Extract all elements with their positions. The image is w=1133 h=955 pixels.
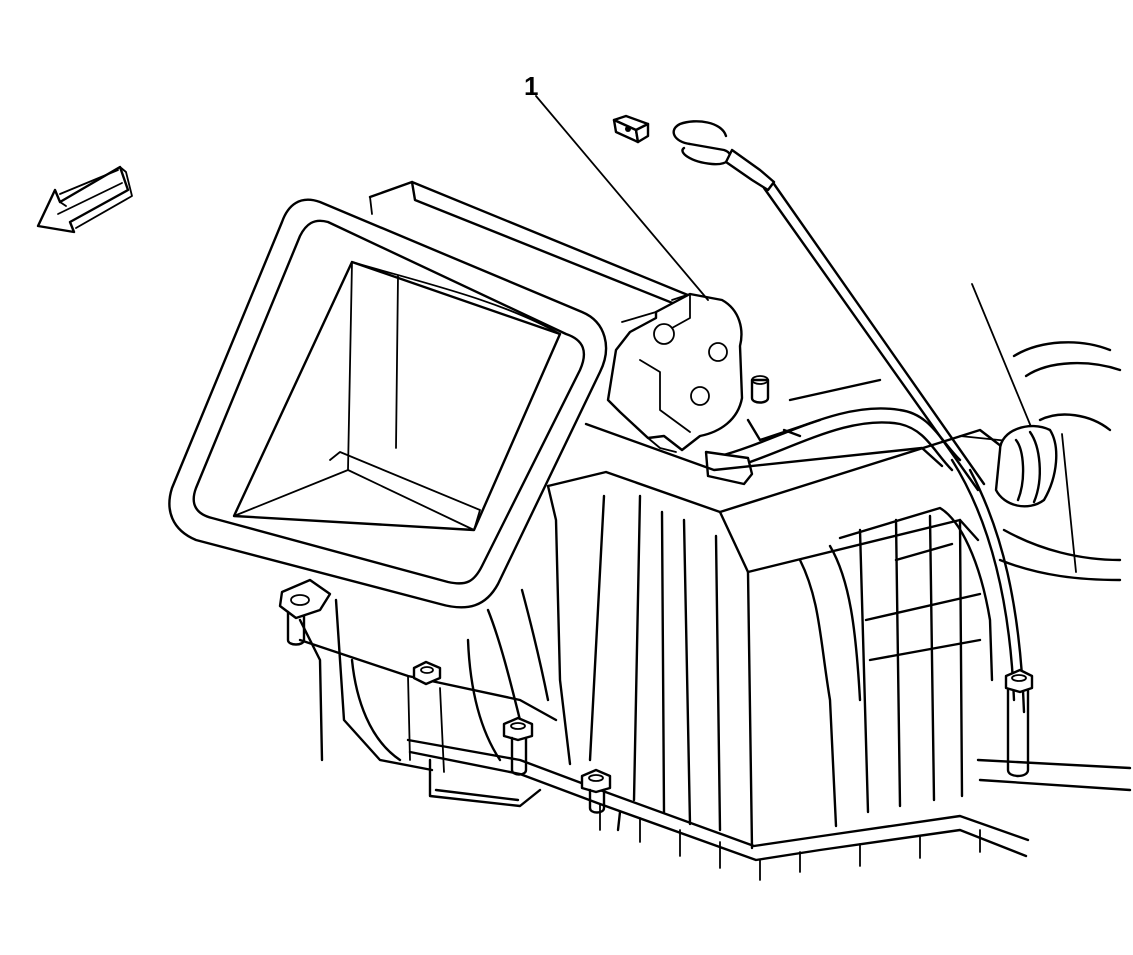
leader-lines	[535, 95, 1077, 573]
callout-label: 1	[524, 71, 538, 101]
intake-duct	[168, 198, 608, 609]
mounting-boss	[1004, 668, 1034, 778]
mounting-boss	[502, 716, 534, 776]
mounting-bosses	[278, 578, 1034, 814]
blower-motor-area	[976, 341, 1132, 792]
wire-harness	[704, 182, 986, 492]
direction-arrow-icon	[36, 165, 133, 234]
callout-1: 1	[524, 71, 538, 101]
mounting-boss	[278, 578, 332, 646]
actuator-pin	[750, 375, 770, 404]
mounting-boss	[580, 768, 612, 814]
retaining-nut	[612, 114, 650, 144]
main-housing	[546, 378, 1026, 850]
wire-clip	[672, 120, 776, 192]
lower-left-housing	[298, 588, 558, 773]
mode-door-actuator	[606, 292, 744, 453]
upper-housing	[368, 180, 702, 314]
mounting-boss	[412, 660, 442, 686]
